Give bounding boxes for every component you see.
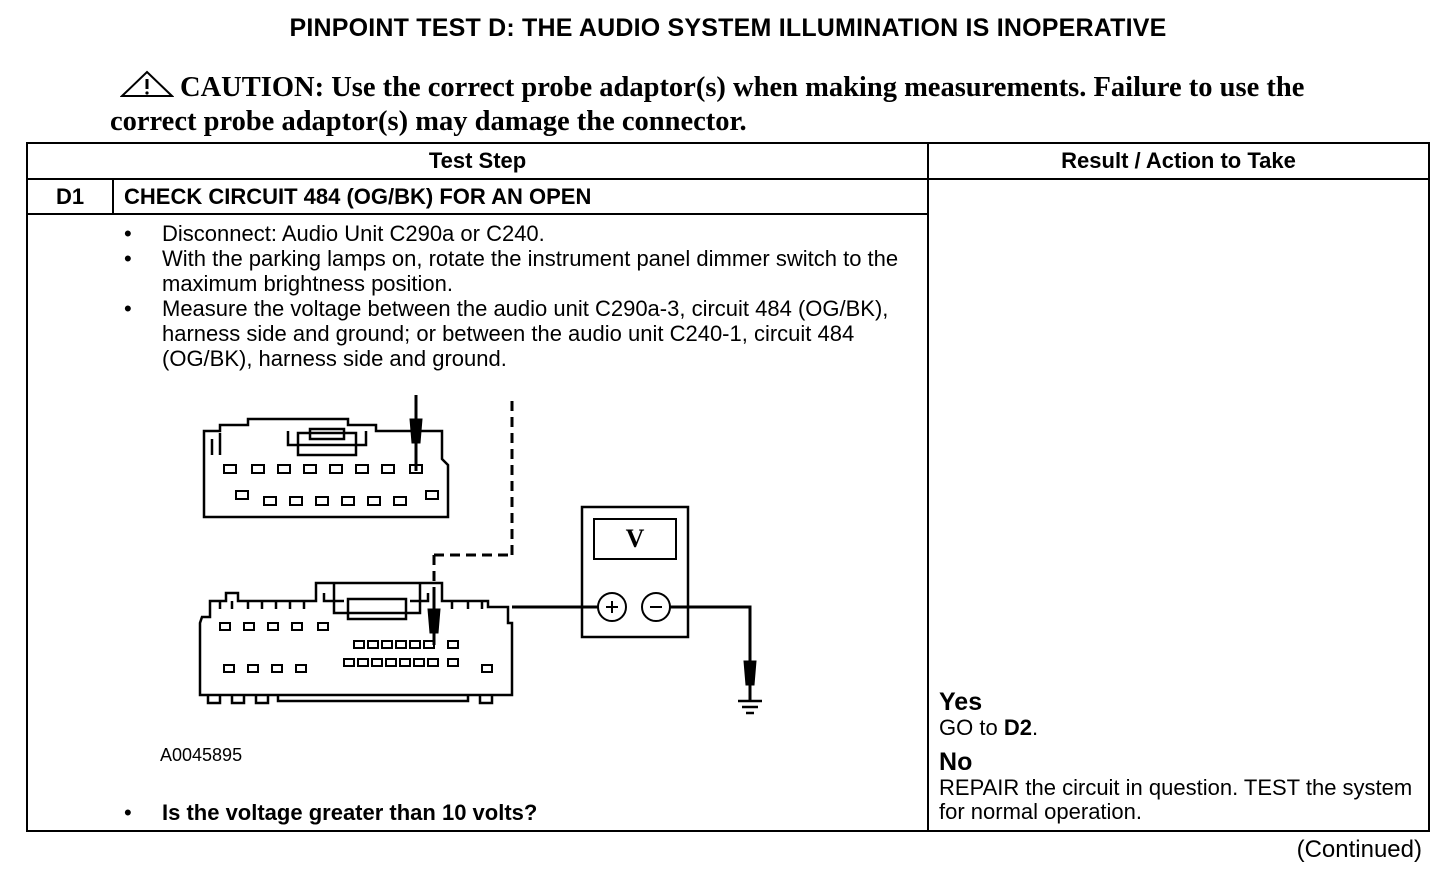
connector-c240 (202, 417, 450, 519)
result-yes-action: GO to D2. (939, 715, 1039, 740)
step-id: D1 (26, 178, 114, 215)
header-result: Result / Action to Take (927, 142, 1431, 180)
connector-c290a-pins (219, 622, 493, 673)
instruction-item: Disconnect: Audio Unit C290a or C240. (122, 221, 912, 246)
connector-c240-pins (223, 464, 439, 506)
probe-upper (409, 405, 423, 471)
test-step-table: Test Step Result / Action to Take D1 CHE… (25, 142, 1431, 832)
instruction-item: Measure the voltage between the audio un… (122, 296, 912, 371)
result-yes-label: Yes (939, 688, 983, 716)
step-body: Disconnect: Audio Unit C290a or C240. Wi… (25, 213, 930, 832)
connector-voltage-diagram: V (198, 395, 762, 715)
step-title: CHECK CIRCUIT 484 (OG/BK) FOR AN OPEN (111, 178, 930, 215)
result-content: Yes GO to D2. No REPAIR the circuit in q… (939, 688, 1419, 824)
caution-text: Use the correct probe adaptor(s) when ma… (110, 72, 1305, 137)
step-question: •Is the voltage greater than 10 volts? (124, 800, 538, 825)
caution-notice: CAUTION: Use the correct probe adaptor(s… (110, 70, 1330, 138)
result-yes-target: D2 (1003, 715, 1032, 740)
result-no-action: REPAIR the circuit in question. TEST the… (939, 775, 1413, 824)
ground-symbol (738, 660, 762, 715)
step-instructions: Disconnect: Audio Unit C290a or C240. Wi… (122, 221, 912, 371)
probe-lower (427, 595, 441, 645)
connector-c290a (198, 581, 514, 705)
continued-label: (Continued) (1296, 836, 1422, 863)
meter-symbol: V (626, 524, 645, 553)
page-title: PINPOINT TEST D: THE AUDIO SYSTEM ILLUMI… (289, 14, 1167, 42)
figure-id: A0045895 (160, 745, 243, 765)
voltmeter (580, 505, 690, 639)
instruction-item: With the parking lamps on, rotate the in… (122, 246, 912, 296)
warning-triangle-icon (119, 70, 175, 106)
result-no-label: No (939, 748, 973, 776)
header-test-step: Test Step (25, 142, 930, 180)
caution-label: CAUTION: (180, 72, 325, 103)
result-cell: Yes GO to D2. No REPAIR the circuit in q… (927, 178, 1431, 832)
